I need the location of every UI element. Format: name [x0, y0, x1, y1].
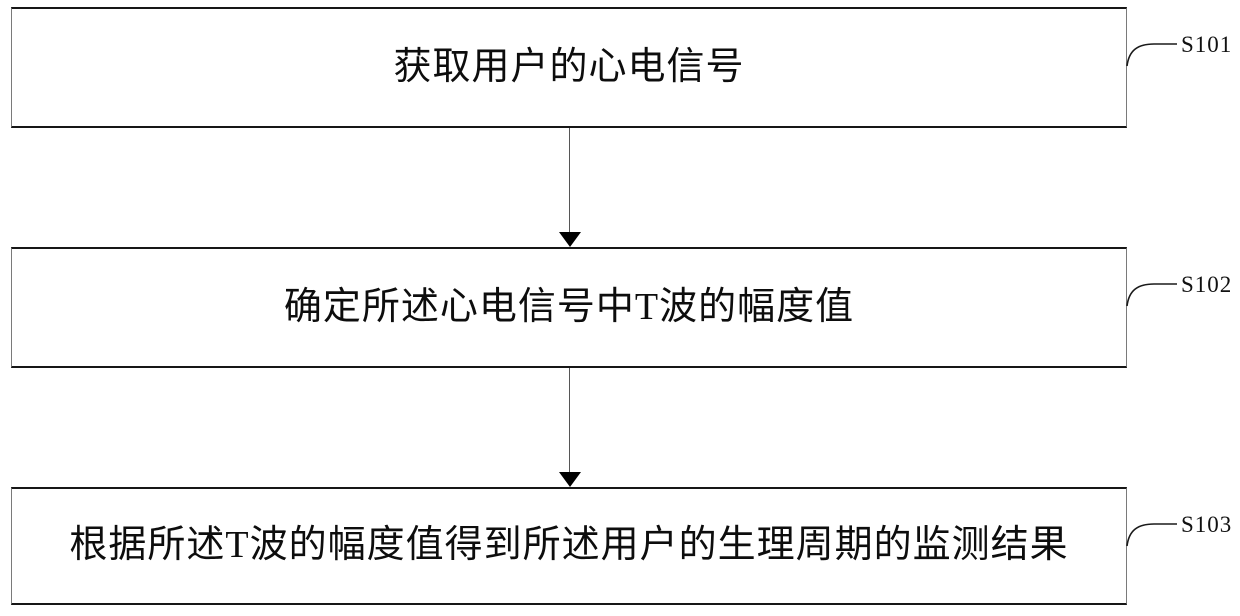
label-leader-curve-s103: [1126, 523, 1177, 547]
step-box-s103: 根据所述T波的幅度值得到所述用户的生理周期的监测结果: [11, 487, 1127, 605]
flow-arrow-2: [559, 368, 581, 487]
arrow-down-icon: [559, 232, 581, 247]
arrow-down-icon: [559, 472, 581, 487]
step-label-s103: S103: [1181, 512, 1233, 537]
label-leader-curve-s101: [1126, 43, 1177, 67]
arrow-line: [569, 128, 570, 234]
step-text-s101: 获取用户的心电信号: [393, 45, 745, 88]
flow-arrow-1: [559, 128, 581, 247]
step-box-s102: 确定所述心电信号中T波的幅度值: [11, 247, 1127, 368]
step-text-s103: 根据所述T波的幅度值得到所述用户的生理周期的监测结果: [69, 524, 1069, 567]
label-leader-curve-s102: [1126, 283, 1177, 307]
arrow-line: [569, 368, 570, 474]
step-box-s101: 获取用户的心电信号: [11, 7, 1127, 128]
step-text-s102: 确定所述心电信号中T波的幅度值: [283, 285, 855, 328]
step-label-s101: S101: [1181, 32, 1233, 57]
step-label-s102: S102: [1181, 272, 1233, 297]
